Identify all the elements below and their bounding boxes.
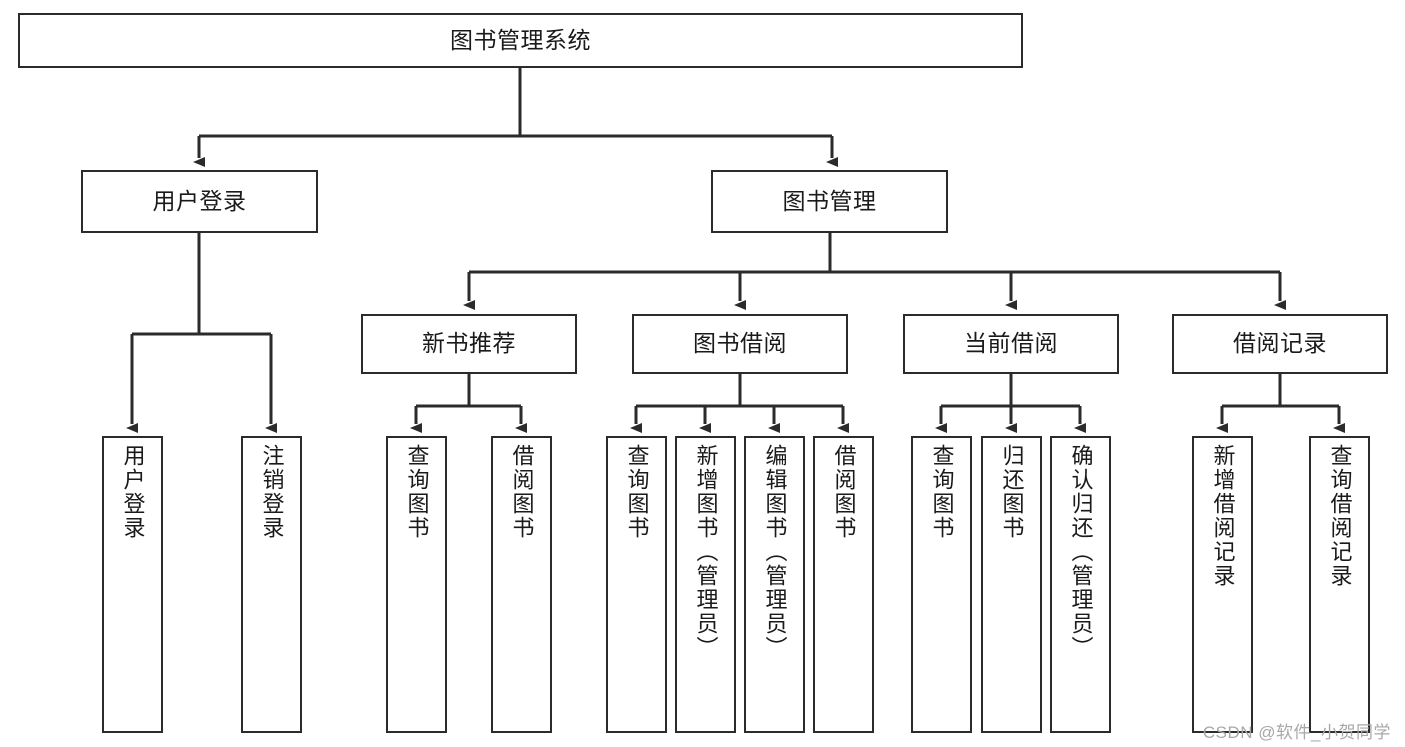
leaf-add-book-label: 新增图书（管理员） (693, 444, 719, 660)
leaf-query-book-2[interactable]: 查询图书 (606, 436, 667, 733)
node-book-borrow[interactable]: 图书借阅 (632, 314, 848, 374)
node-book-borrow-label: 图书借阅 (693, 330, 787, 357)
leaf-logout[interactable]: 注销登录 (241, 436, 302, 733)
leaf-add-borrow-record-label: 新增借阅记录 (1210, 444, 1236, 588)
leaf-borrow-book-1[interactable]: 借阅图书 (491, 436, 552, 733)
leaf-return-book-label: 归还图书 (999, 444, 1025, 540)
leaf-query-book-3-label: 查询图书 (929, 444, 955, 540)
leaf-confirm-return-label: 确认归还（管理员） (1068, 444, 1094, 660)
leaf-add-book[interactable]: 新增图书（管理员） (675, 436, 736, 733)
node-current-borrow[interactable]: 当前借阅 (903, 314, 1119, 374)
node-book-manage[interactable]: 图书管理 (711, 170, 948, 233)
leaf-return-book[interactable]: 归还图书 (981, 436, 1042, 733)
node-user-login[interactable]: 用户登录 (81, 170, 318, 233)
watermark: CSDN @软件_小贺同学 (1202, 723, 1391, 742)
leaf-edit-book-label: 编辑图书（管理员） (762, 444, 788, 660)
leaf-add-borrow-record[interactable]: 新增借阅记录 (1192, 436, 1253, 733)
node-user-login-label: 用户登录 (152, 187, 247, 214)
node-new-book-recommend-label: 新书推荐 (422, 330, 516, 357)
leaf-query-book-3[interactable]: 查询图书 (911, 436, 972, 733)
leaf-logout-label: 注销登录 (259, 444, 285, 540)
node-borrow-record-label: 借阅记录 (1233, 330, 1327, 357)
node-current-borrow-label: 当前借阅 (964, 330, 1058, 357)
node-root[interactable]: 图书管理系统 (18, 13, 1023, 68)
leaf-confirm-return[interactable]: 确认归还（管理员） (1050, 436, 1111, 733)
leaf-borrow-book-2-label: 借阅图书 (831, 444, 857, 540)
leaf-user-login-label: 用户登录 (120, 444, 146, 540)
node-root-label: 图书管理系统 (450, 26, 591, 53)
node-new-book-recommend[interactable]: 新书推荐 (361, 314, 577, 374)
node-borrow-record[interactable]: 借阅记录 (1172, 314, 1388, 374)
leaf-query-borrow-record-label: 查询借阅记录 (1327, 444, 1353, 588)
node-book-manage-label: 图书管理 (782, 187, 877, 214)
leaf-borrow-book-1-label: 借阅图书 (509, 444, 535, 540)
leaf-query-book-1[interactable]: 查询图书 (386, 436, 447, 733)
leaf-query-book-2-label: 查询图书 (624, 444, 650, 540)
leaf-borrow-book-2[interactable]: 借阅图书 (813, 436, 874, 733)
leaf-query-borrow-record[interactable]: 查询借阅记录 (1309, 436, 1370, 733)
leaf-query-book-1-label: 查询图书 (404, 444, 430, 540)
leaf-edit-book[interactable]: 编辑图书（管理员） (744, 436, 805, 733)
leaf-user-login[interactable]: 用户登录 (102, 436, 163, 733)
